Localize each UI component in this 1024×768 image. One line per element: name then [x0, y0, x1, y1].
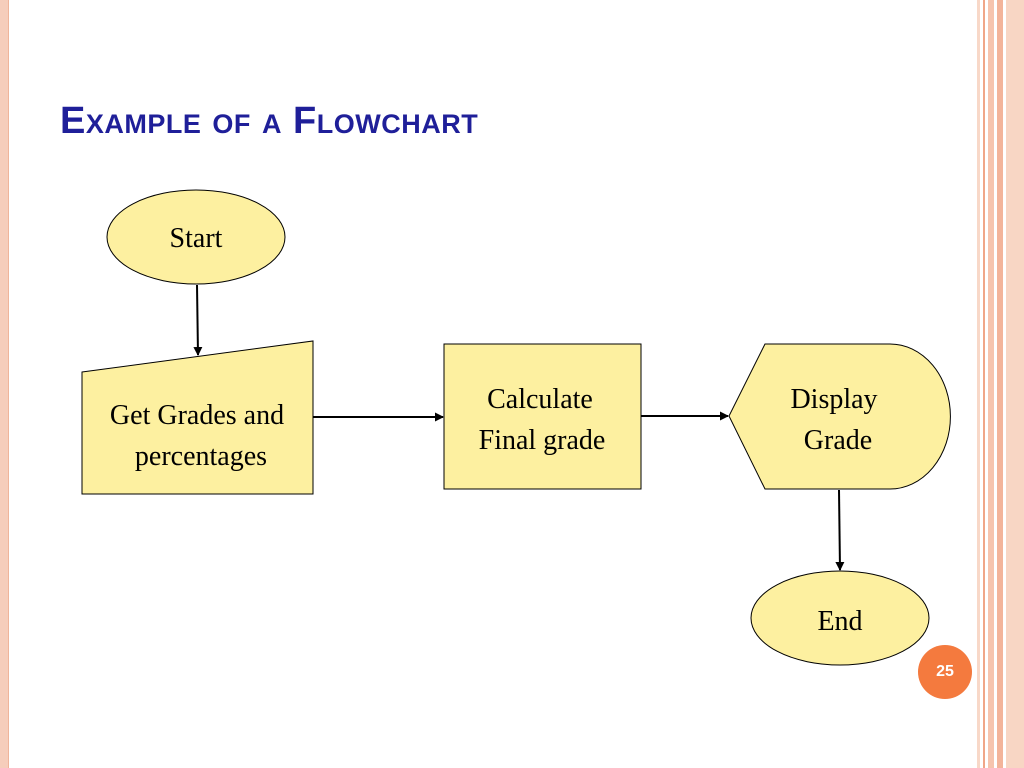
slide-title: Example of a Flowchart	[60, 100, 479, 142]
node-input-label-line1: Get Grades and	[110, 400, 284, 431]
right-stripe	[983, 0, 985, 768]
right-stripe	[997, 0, 1003, 768]
node-process: Calculate Final grade	[443, 343, 642, 490]
node-start-label: Start	[170, 223, 223, 254]
node-display-label-line2: Grade	[804, 425, 872, 456]
node-input: Get Grades and percentages	[81, 340, 314, 495]
edge-display-to-end	[835, 489, 845, 571]
right-stripe	[1006, 0, 1024, 768]
edge-start-to-input	[193, 284, 203, 356]
node-process-label-line2: Final grade	[479, 425, 606, 456]
node-input-label-line2: percentages	[135, 441, 267, 472]
node-end-label: End	[817, 606, 862, 637]
page-number-badge: 25	[918, 645, 972, 699]
left-border-line	[8, 0, 9, 768]
node-process-label-line1: Calculate	[487, 384, 593, 415]
node-start: Start	[106, 189, 286, 285]
left-border	[0, 0, 8, 768]
right-stripe	[977, 0, 980, 768]
node-display: Display Grade	[728, 343, 951, 490]
right-stripe	[988, 0, 994, 768]
node-end: End	[750, 570, 930, 666]
node-display-label-line1: Display	[790, 384, 877, 415]
